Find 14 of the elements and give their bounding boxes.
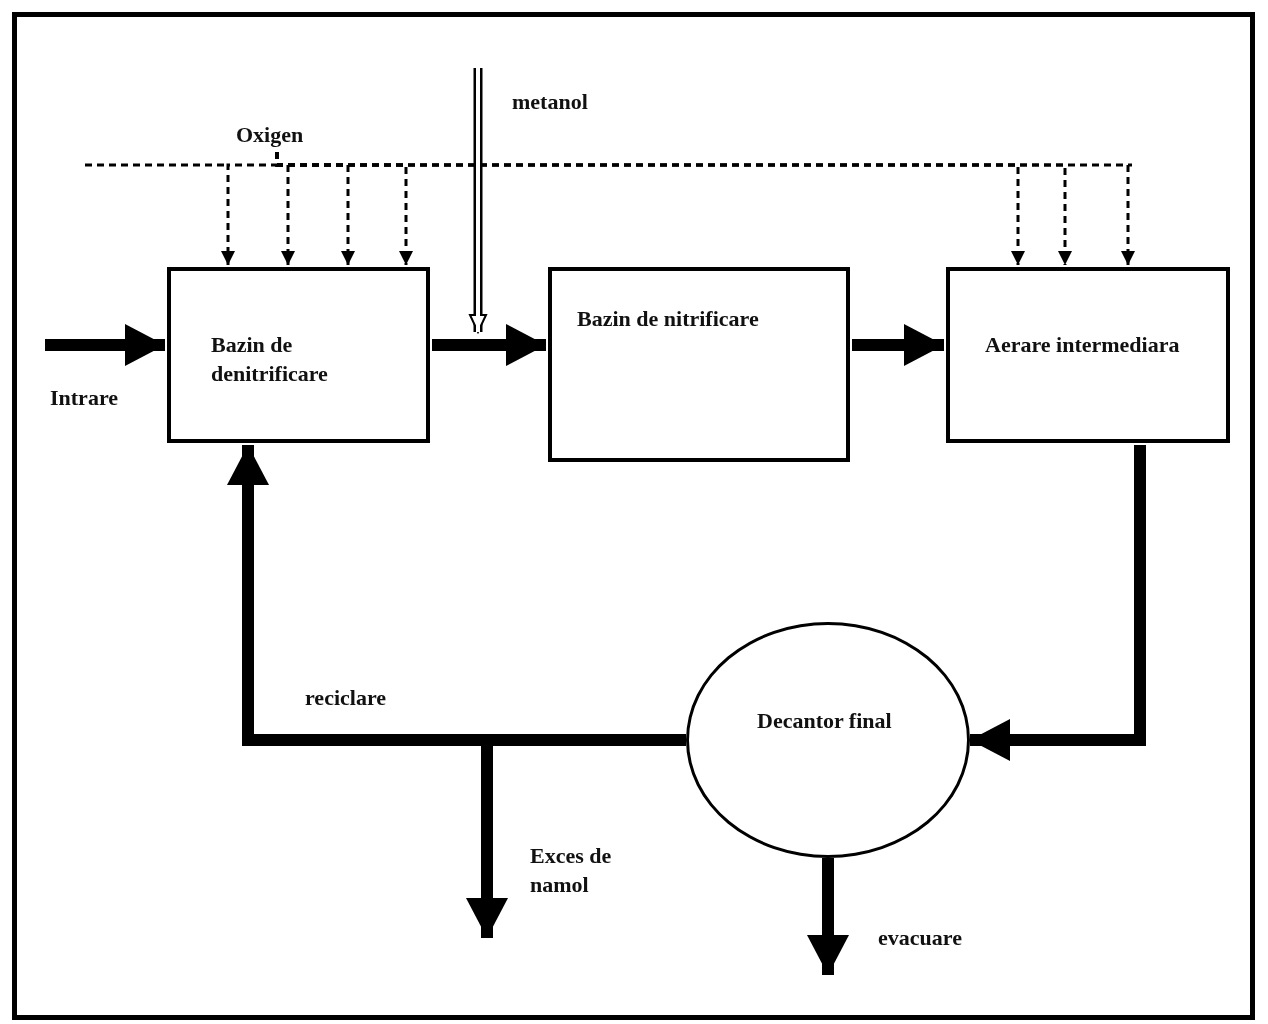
process-box <box>946 267 1230 443</box>
flow-arrow <box>432 324 546 366</box>
flow-arrow <box>807 858 849 975</box>
flow-arrow <box>970 445 1146 761</box>
node-label: Bazin de nitrificare <box>577 305 760 333</box>
process-box <box>548 267 850 462</box>
stream-label: Oxigen <box>236 122 304 148</box>
flow-arrow <box>45 324 165 366</box>
process-box <box>167 267 430 443</box>
node-label: Decantor final <box>757 707 893 735</box>
flow-arrow <box>852 324 944 366</box>
node-label: Aerare intermediara <box>985 331 1181 359</box>
supply-arrow <box>469 68 487 333</box>
node-label: Bazin de denitrificare <box>211 331 329 388</box>
